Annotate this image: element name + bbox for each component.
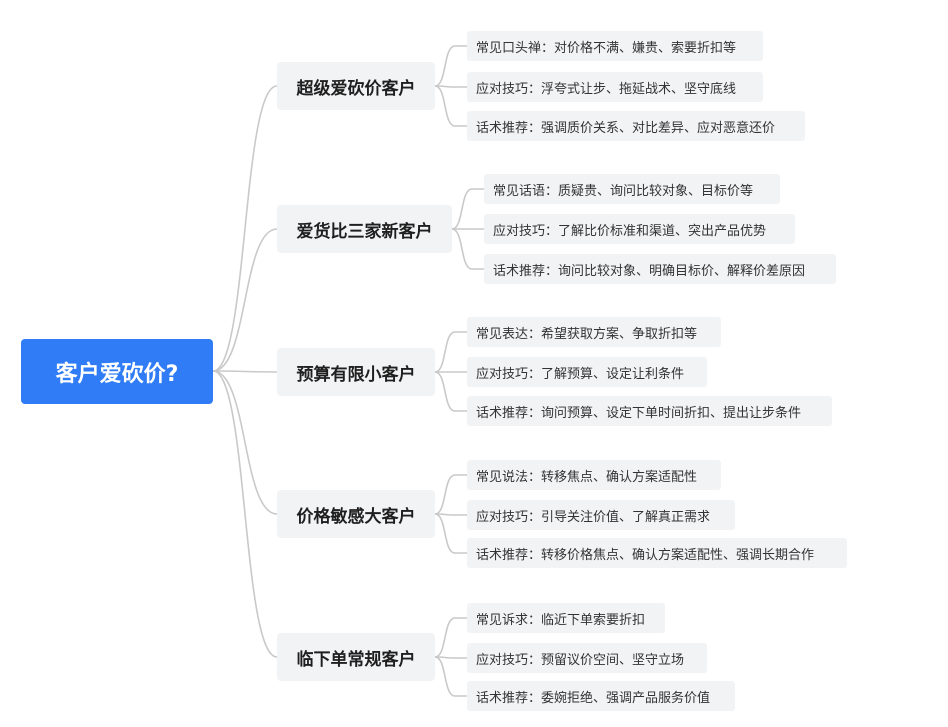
connector-line (434, 85, 467, 127)
branch-node-ordering-regular[interactable]: 临下单常规客户 (277, 633, 435, 681)
branch-node-price-comparer[interactable]: 爱货比三家新客户 (277, 205, 452, 253)
leaf-node[interactable]: 应对技巧：了解比价标准和渠道、突出产品优势 (484, 214, 795, 244)
connector-line (451, 188, 484, 230)
connector-line (434, 474, 467, 515)
leaf-node[interactable]: 应对技巧：了解预算、设定让利条件 (467, 357, 707, 387)
leaf-node[interactable]: 话术推荐：询问预算、设定下单时间折扣、提出让步条件 (467, 396, 832, 426)
connector-line (434, 617, 467, 658)
connector-line (451, 228, 484, 270)
leaf-node[interactable]: 应对技巧：预留议价空间、坚守立场 (467, 643, 707, 673)
connector-line (434, 656, 467, 659)
root-node[interactable]: 客户爱砍价? (21, 339, 213, 404)
leaf-node[interactable]: 常见说法：转移焦点、确认方案适配性 (467, 460, 721, 490)
connector-line (212, 370, 278, 373)
leaf-node[interactable]: 话术推荐：强调质价关系、对比差异、应对恶意还价 (467, 111, 805, 141)
connector-line (434, 656, 467, 697)
leaf-node[interactable]: 常见口头禅：对价格不满、嫌贵、索要折扣等 (467, 31, 763, 61)
connector-line (434, 45, 467, 87)
leaf-node[interactable]: 话术推荐：委婉拒绝、强调产品服务价值 (467, 681, 735, 711)
connector-line (434, 331, 467, 373)
leaf-node[interactable]: 常见话语：质疑贵、询问比较对象、目标价等 (484, 174, 780, 204)
leaf-node[interactable]: 话术推荐：询问比较对象、明确目标价、解释价差原因 (484, 254, 836, 284)
leaf-node[interactable]: 常见表达：希望获取方案、争取折扣等 (467, 317, 721, 347)
connector-line (434, 513, 467, 554)
leaf-node[interactable]: 常见诉求：临近下单索要折扣 (467, 603, 665, 633)
branch-node-super-bargainer[interactable]: 超级爱砍价客户 (277, 62, 435, 110)
leaf-node[interactable]: 话术推荐：转移价格焦点、确认方案适配性、强调长期合作 (467, 538, 847, 568)
connector-line (212, 228, 278, 372)
leaf-node[interactable]: 应对技巧：引导关注价值、了解真正需求 (467, 500, 735, 530)
connector-line (212, 85, 278, 372)
connector-line (434, 513, 467, 516)
connector-line (212, 370, 278, 515)
leaf-node[interactable]: 应对技巧：浮夸式让步、拖延战术、坚守底线 (467, 72, 763, 102)
connector-line (434, 371, 467, 412)
connector-line (434, 85, 467, 88)
branch-node-price-sensitive[interactable]: 价格敏感大客户 (277, 490, 435, 538)
connector-line (212, 370, 278, 658)
branch-node-limited-budget[interactable]: 预算有限小客户 (277, 348, 435, 396)
